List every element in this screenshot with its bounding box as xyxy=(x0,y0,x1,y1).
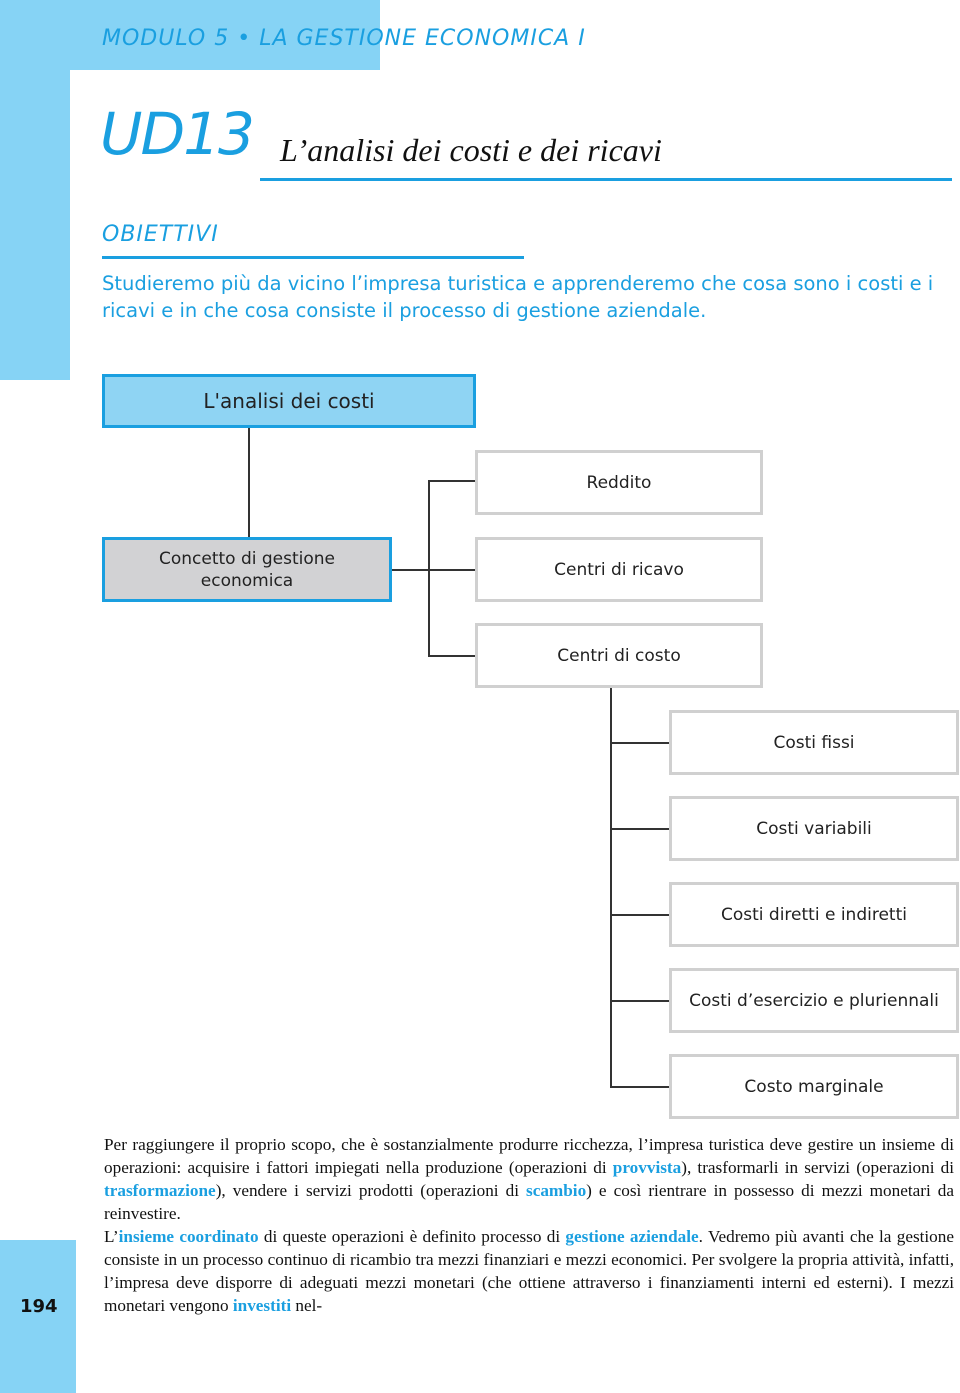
connector-costi-variabili xyxy=(610,828,670,830)
unit-code: UD13 xyxy=(100,100,255,168)
body-p1-b: ), trasformarli in servizi (operazioni d… xyxy=(681,1158,954,1177)
diagram-cost-fissi: Costi fissi xyxy=(669,710,959,775)
objectives-rule xyxy=(102,256,524,259)
keyword-insieme-coordinato: insieme coordinato xyxy=(118,1227,259,1246)
connector-branches-vertical xyxy=(428,480,430,656)
body-p2-d: nel- xyxy=(291,1296,323,1315)
page-number: 194 xyxy=(20,1296,58,1317)
unit-title: L’analisi dei costi e dei ricavi xyxy=(280,132,662,168)
keyword-trasformazione: trasformazione xyxy=(104,1181,216,1200)
keyword-provvista: provvista xyxy=(612,1158,682,1177)
diagram-cost-marginale: Costo marginale xyxy=(669,1054,959,1119)
body-p2-a: L’ xyxy=(104,1227,119,1246)
diagram-root-box: L'analisi dei costi xyxy=(102,374,476,428)
body-p1-c: ), vendere i servizi prodotti (operazion… xyxy=(215,1181,527,1200)
connector-concept-branches xyxy=(391,569,429,571)
connector-costo-marginale xyxy=(610,1086,670,1088)
diagram-cost-diretti: Costi diretti e indiretti xyxy=(669,882,959,947)
page-number-band xyxy=(0,1240,76,1393)
header-band xyxy=(0,0,380,70)
diagram-branch-centri-costo: Centri di costo xyxy=(475,623,763,688)
connector-costi-diretti xyxy=(610,914,670,916)
body-p2-c: . Vedremo più avanti che la gestione con… xyxy=(104,1227,955,1315)
connector-costs-vertical xyxy=(610,688,612,1086)
diagram-concept-box: Concetto di gestione economica xyxy=(102,537,392,602)
diagram-concept-label: Concetto di gestione economica xyxy=(158,548,336,591)
connector-centri-costo xyxy=(428,655,476,657)
diagram-cost-variabili: Costi variabili xyxy=(669,796,959,861)
objectives-heading: OBIETTIVI xyxy=(102,222,219,247)
keyword-scambio: scambio xyxy=(526,1181,587,1200)
connector-costi-esercizio xyxy=(610,1000,670,1002)
connector-root-concept xyxy=(248,427,250,538)
diagram-cost-esercizio: Costi d’esercizio e pluriennali xyxy=(669,968,959,1033)
connector-reddito xyxy=(428,480,476,482)
body-p2-b: di queste operazioni è definito processo… xyxy=(258,1227,566,1246)
objectives-text: Studieremo più da vicino l’impresa turis… xyxy=(102,272,934,322)
keyword-investiti: investiti xyxy=(232,1296,292,1315)
connector-centri-ricavo xyxy=(428,569,476,571)
body-p1-a: Per raggiungere il proprio scopo, che è … xyxy=(104,1135,954,1177)
connector-costi-fissi xyxy=(610,742,670,744)
side-band xyxy=(0,70,70,380)
diagram-branch-centri-ricavo: Centri di ricavo xyxy=(475,537,763,602)
diagram-branch-reddito: Reddito xyxy=(475,450,763,515)
body-p1-d: ) e così rientrare in possesso di mezzi … xyxy=(104,1181,954,1223)
title-rule xyxy=(260,178,952,181)
keyword-gestione-aziendale: gestione aziendale xyxy=(565,1227,699,1246)
module-title: MODULO 5 • LA GESTIONE ECONOMICA I xyxy=(102,26,586,51)
body-text: Per raggiungere il proprio scopo, che è … xyxy=(104,1133,954,1317)
